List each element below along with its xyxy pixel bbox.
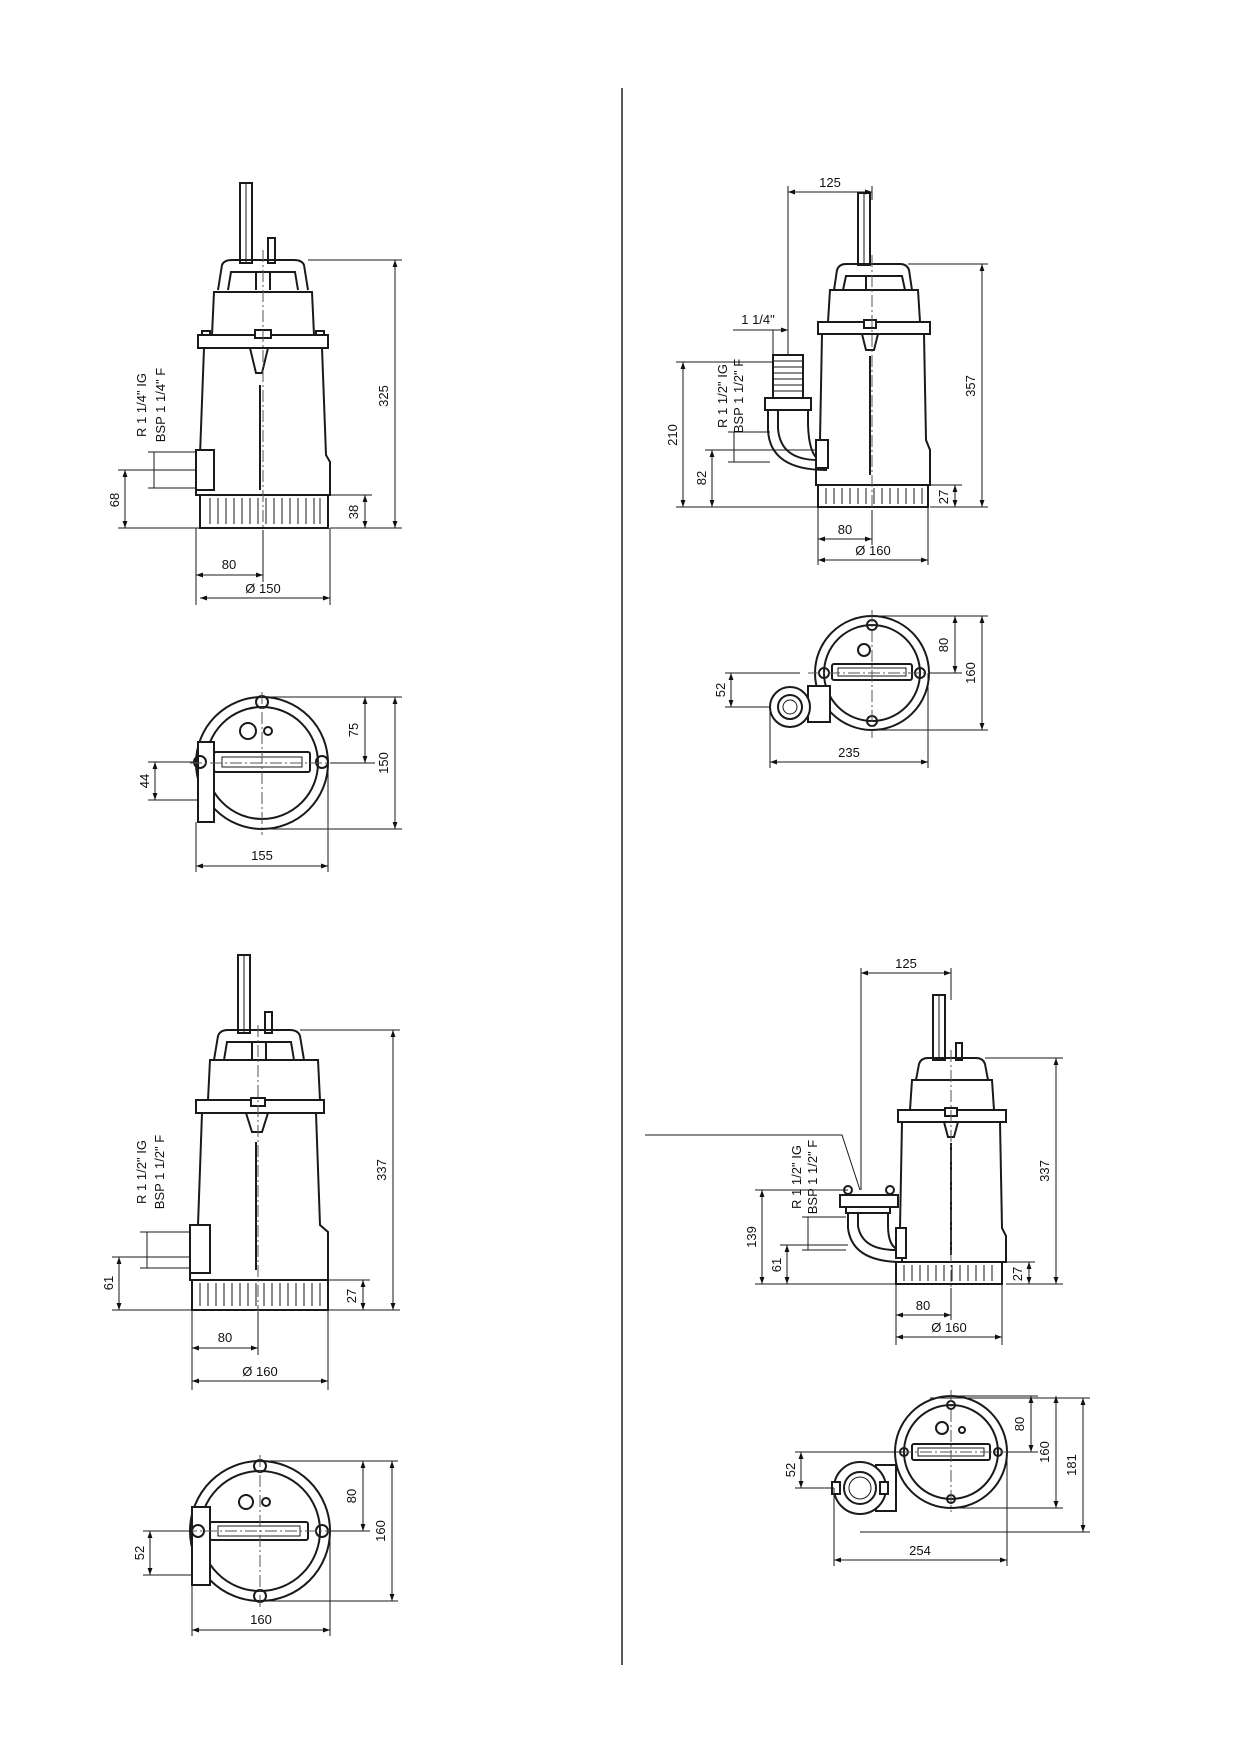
pump-b-top-outlet-label: 52 — [132, 1546, 147, 1560]
pump-c-top-width-label: 235 — [838, 745, 860, 760]
pump-d-diameter-label: Ø 160 — [931, 1320, 966, 1335]
pump-d-offset-label: 80 — [916, 1298, 930, 1313]
pump-d-height-label: 337 — [1037, 1160, 1052, 1182]
pump-a-offset-label: 80 — [222, 557, 236, 572]
pump-b-offset-label: 80 — [218, 1330, 232, 1345]
pump-c-top-total-label: 160 — [963, 662, 978, 684]
pump-a-outlet-height-label: 68 — [107, 493, 122, 507]
pump-b-thread-r-label: R 1 1/2" IG — [134, 1140, 149, 1204]
pump-c-thread-bsp-label: BSP 1 1/2" F — [731, 359, 746, 434]
pump-d-top-overall-label: 181 — [1064, 1454, 1079, 1476]
pump-c-height-label: 357 — [963, 375, 978, 397]
pump-c-base-label: 27 — [936, 490, 951, 504]
pump-b-top-total-label: 160 — [373, 1520, 388, 1542]
pump-c-side-view: 125 1 1/4" 357 27 210 82 R 1 1/2" IG BSP… — [665, 175, 988, 565]
pump-c-top-view: 80 160 52 235 — [713, 610, 988, 768]
pump-a-side-view: 325 38 68 R 1 1/4" IG BSP 1 1/4" F 80 Ø … — [107, 182, 402, 605]
pump-c-lower-height-label: 82 — [694, 471, 709, 485]
pump-d-reach-label: 125 — [895, 956, 917, 971]
pump-b-diameter-label: Ø 160 — [242, 1364, 277, 1379]
pump-d-base-label: 27 — [1010, 1267, 1025, 1281]
pump-a-top-view: 75 150 44 155 — [137, 692, 402, 872]
pump-d-top-outlet-label: 52 — [783, 1463, 798, 1477]
pump-b-top-view: 80 160 52 160 — [132, 1455, 398, 1636]
pump-d-top-width-label: 254 — [909, 1543, 931, 1558]
pump-a-top-total-label: 150 — [376, 752, 391, 774]
pump-b-side-view: 337 27 61 R 1 1/2" IG BSP 1 1/2" F 80 Ø … — [101, 954, 400, 1390]
pump-a-base-label: 38 — [346, 505, 361, 519]
pump-d-side-view: 125 337 27 139 61 R 1 1/2" IG BSP 1 1/2"… — [645, 956, 1063, 1345]
pump-c-thread-r-label: R 1 1/2" IG — [715, 364, 730, 428]
pump-d-top-view: 80 160 181 52 254 — [783, 1390, 1090, 1566]
pump-b-top-half-label: 80 — [344, 1489, 359, 1503]
pump-d-top-half-label: 80 — [1012, 1417, 1027, 1431]
pump-b-height-label: 337 — [374, 1159, 389, 1181]
pump-a-thread-bsp-label: BSP 1 1/4" F — [153, 368, 168, 443]
pump-c-top-half-label: 80 — [936, 638, 951, 652]
pump-a-height-label: 325 — [376, 385, 391, 407]
pump-d-thread-r-label: R 1 1/2" IG — [789, 1145, 804, 1209]
pump-d-lower-height-label: 61 — [769, 1258, 784, 1272]
pump-a-top-width-label: 155 — [251, 848, 273, 863]
pump-a-thread-r-label: R 1 1/4" IG — [134, 373, 149, 437]
pump-d-top-total-label: 160 — [1037, 1441, 1052, 1463]
pump-c-hose-label: 1 1/4" — [741, 312, 775, 327]
pump-b-outlet-height-label: 61 — [101, 1276, 116, 1290]
pump-c-reach-label: 125 — [819, 175, 841, 190]
pump-c-diameter-label: Ø 160 — [855, 543, 890, 558]
pump-a-diameter-label: Ø 150 — [245, 581, 280, 596]
pump-a-top-half-label: 75 — [346, 723, 361, 737]
pump-b-base-label: 27 — [344, 1289, 359, 1303]
pump-a-top-outlet-label: 44 — [137, 774, 152, 788]
pump-c-top-outlet-label: 52 — [713, 683, 728, 697]
pump-c-offset-label: 80 — [838, 522, 852, 537]
pump-b-top-width-label: 160 — [250, 1612, 272, 1627]
pump-d-upper-height-label: 139 — [744, 1226, 759, 1248]
pump-d-thread-bsp-label: BSP 1 1/2" F — [805, 1140, 820, 1215]
pump-b-thread-bsp-label: BSP 1 1/2" F — [152, 1135, 167, 1210]
pump-c-upper-height-label: 210 — [665, 424, 680, 446]
